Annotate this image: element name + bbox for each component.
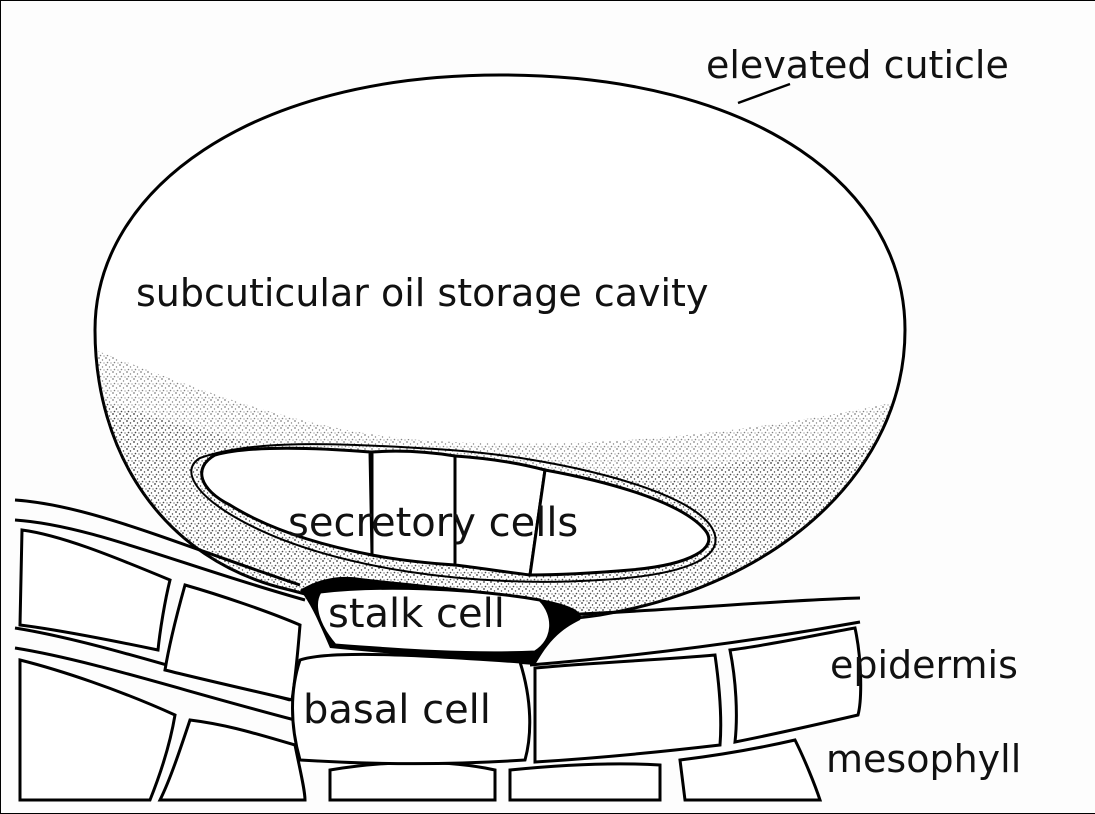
- label-secretory-cells: secretory cells: [288, 500, 578, 546]
- label-mesophyll: mesophyll: [826, 737, 1021, 781]
- label-epidermis: epidermis: [830, 643, 1018, 687]
- label-oil-storage-cavity: subcuticular oil storage cavity: [136, 271, 708, 315]
- label-stalk-cell: stalk cell: [328, 591, 505, 637]
- label-elevated-cuticle: elevated cuticle: [706, 43, 1009, 87]
- label-basal-cell: basal cell: [303, 687, 491, 733]
